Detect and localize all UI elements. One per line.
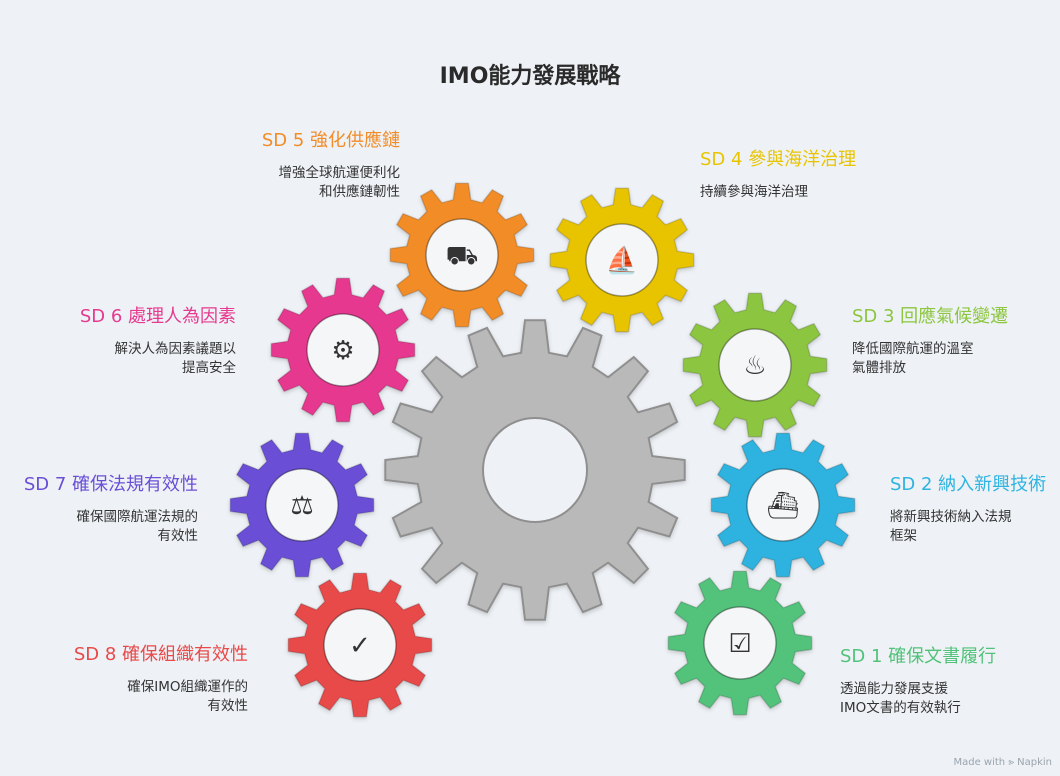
sd2-heading: SD 2 納入新興技術 <box>890 474 1047 495</box>
sd5-description: 增強全球航運便利化 和供應鏈韌性 <box>278 165 401 200</box>
sd6-heading: SD 6 處理人為因素 <box>79 306 236 327</box>
label-sd7: SD 7 確保法規有效性 確保國際航運法規的 有效性 <box>24 470 198 546</box>
sd7-description: 確保國際航運法規的 有效性 <box>76 509 199 544</box>
gear-sd3: ♨ <box>682 292 828 438</box>
sd3-description: 降低國際航運的溫室 氣體排放 <box>852 341 974 376</box>
gavel-icon: ⚖ <box>290 491 313 521</box>
sd4-description: 持續參與海洋治理 <box>700 184 808 200</box>
central-gear <box>384 319 686 621</box>
label-sd1: SD 1 確保文書履行 透過能力發展支援 IMO文書的有效執行 <box>840 642 996 718</box>
gear-check-icon: ✓ <box>349 631 371 661</box>
sd1-description: 透過能力發展支援 IMO文書的有效執行 <box>840 681 961 716</box>
label-sd5: SD 5 強化供應鏈 增強全球航運便利化 和供應鏈韌性 <box>262 126 400 202</box>
gear-sd8: ✓ <box>287 572 433 718</box>
gear-sd7: ⚖ <box>229 432 375 578</box>
cargo-truck-icon: ⛟ <box>446 241 479 271</box>
gear-sd1: ☑ <box>667 570 813 716</box>
sd8-heading: SD 8 確保組織有效性 <box>73 644 248 665</box>
sd7-heading: SD 7 確保法規有效性 <box>23 474 198 495</box>
gear-sd2: ⛴ <box>710 432 856 578</box>
sd3-heading: SD 3 回應氣候變遷 <box>852 306 1009 327</box>
label-sd6: SD 6 處理人為因素 解決人為因素議題以 提高安全 <box>80 302 236 378</box>
sd1-heading: SD 1 確保文書履行 <box>840 646 997 667</box>
central-gear-hole <box>482 417 588 523</box>
sd5-heading: SD 5 強化供應鏈 <box>261 130 400 151</box>
ship-icon: ⛴ <box>766 491 799 521</box>
sd8-description: 確保IMO組織運作的 有效性 <box>127 679 248 714</box>
sd6-description: 解決人為因素議題以 提高安全 <box>114 341 237 376</box>
napkin-watermark: Made with ⪢ Napkin <box>953 757 1052 768</box>
sd4-heading: SD 4 參與海洋治理 <box>700 149 857 170</box>
climate-swimmer-icon: ♨ <box>743 351 766 381</box>
gear-sd5: ⛟ <box>389 182 535 328</box>
label-sd4: SD 4 參與海洋治理 持續參與海洋治理 <box>700 145 856 202</box>
gear-sd4: ⛵ <box>549 187 695 333</box>
label-sd8: SD 8 確保組織有效性 確保IMO組織運作的 有效性 <box>74 640 248 716</box>
gear-sd6: ⚙ <box>270 277 416 423</box>
diagram-title: IMO能力發展戰略 <box>439 64 621 89</box>
document-check-icon: ☑ <box>728 629 751 659</box>
label-sd2: SD 2 納入新興技術 將新興技術納入法規 框架 <box>890 470 1046 546</box>
people-gear-icon: ⚙ <box>331 336 354 366</box>
sailboat-icon: ⛵ <box>606 245 638 276</box>
label-sd3: SD 3 回應氣候變遷 降低國際航運的溫室 氣體排放 <box>852 302 1008 378</box>
sd2-description: 將新興技術納入法規 框架 <box>890 509 1012 544</box>
